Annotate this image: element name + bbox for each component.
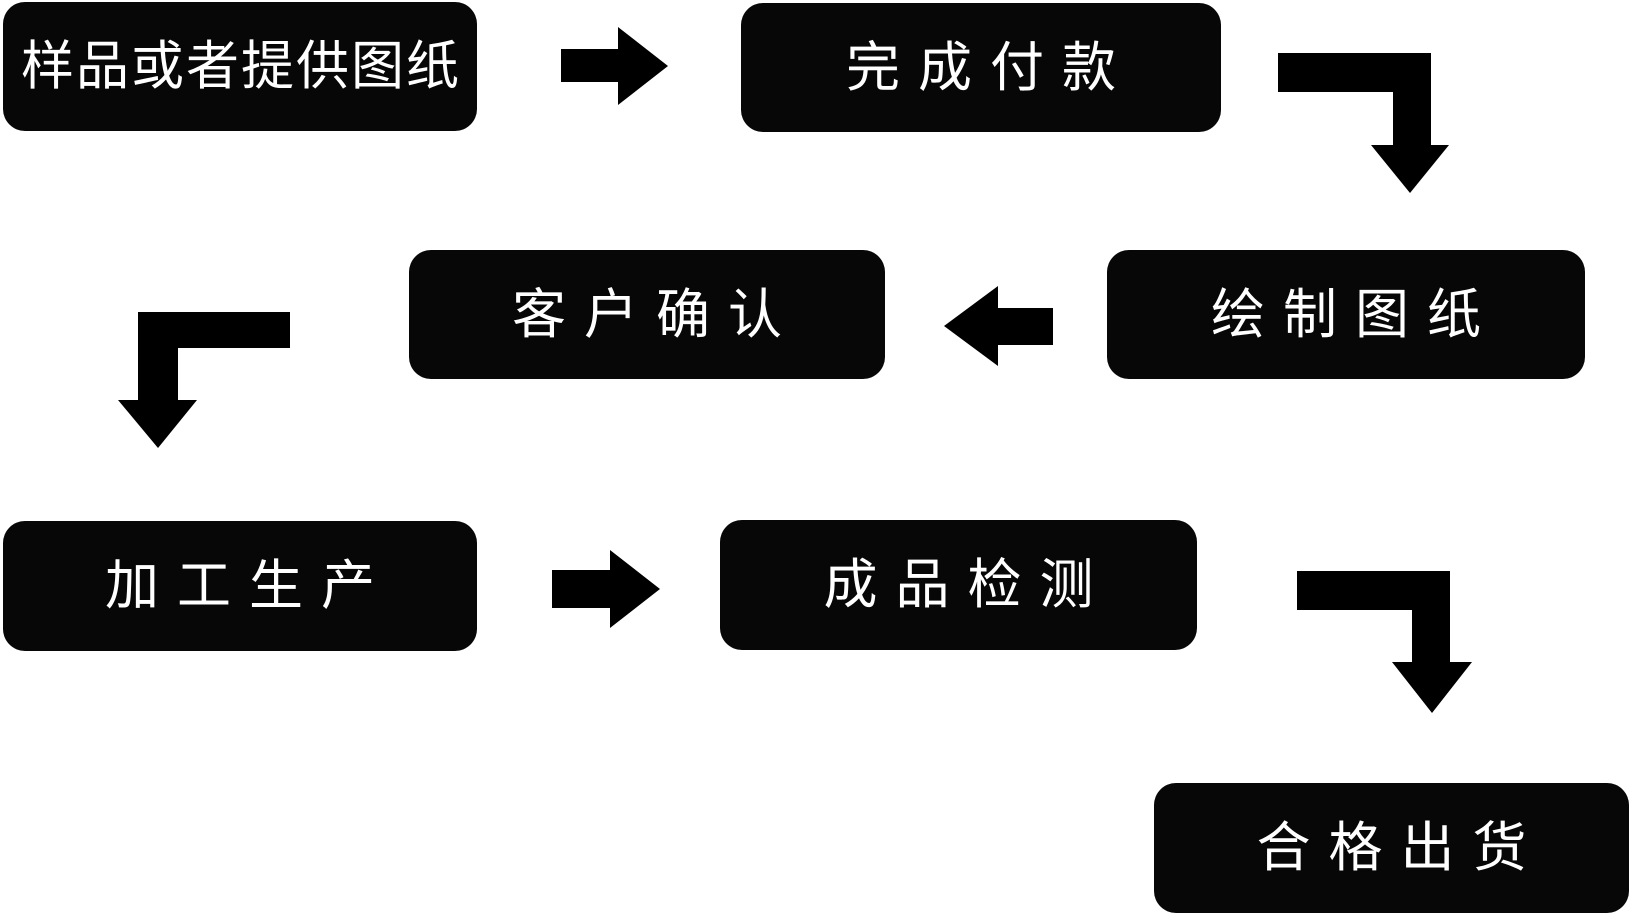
arrow-elbow-inspection-to-shipment <box>1297 571 1472 713</box>
flow-node-draw-drawings: 绘制图纸 <box>1107 250 1585 379</box>
arrow-elbow-payment-to-drawing <box>1278 53 1449 193</box>
flow-node-processing: 加工生产 <box>3 521 477 651</box>
flow-node-sample-or-drawing: 样品或者提供图纸 <box>3 2 477 131</box>
flow-node-complete-payment: 完成付款 <box>741 3 1221 132</box>
flow-node-label: 加工生产 <box>105 554 393 617</box>
flow-node-label: 成品检测 <box>823 553 1112 616</box>
flow-node-label: 客户确认 <box>512 282 800 346</box>
arrow-right-processing-to-inspection <box>552 550 660 628</box>
flow-node-label: 合格出货 <box>1256 816 1545 879</box>
flow-node-product-inspection: 成品检测 <box>720 520 1197 650</box>
arrow-elbow-confirm-to-processing <box>118 312 290 448</box>
flow-node-customer-confirm: 客户确认 <box>409 250 885 379</box>
flow-node-label: 完成付款 <box>846 35 1134 99</box>
flow-node-label: 绘制图纸 <box>1211 282 1499 346</box>
flow-node-qualified-shipment: 合格出货 <box>1154 783 1629 913</box>
flow-node-label: 样品或者提供图纸 <box>21 36 461 97</box>
arrow-left-drawing-to-confirm <box>944 286 1053 366</box>
arrow-right-sample-to-payment <box>561 27 668 105</box>
